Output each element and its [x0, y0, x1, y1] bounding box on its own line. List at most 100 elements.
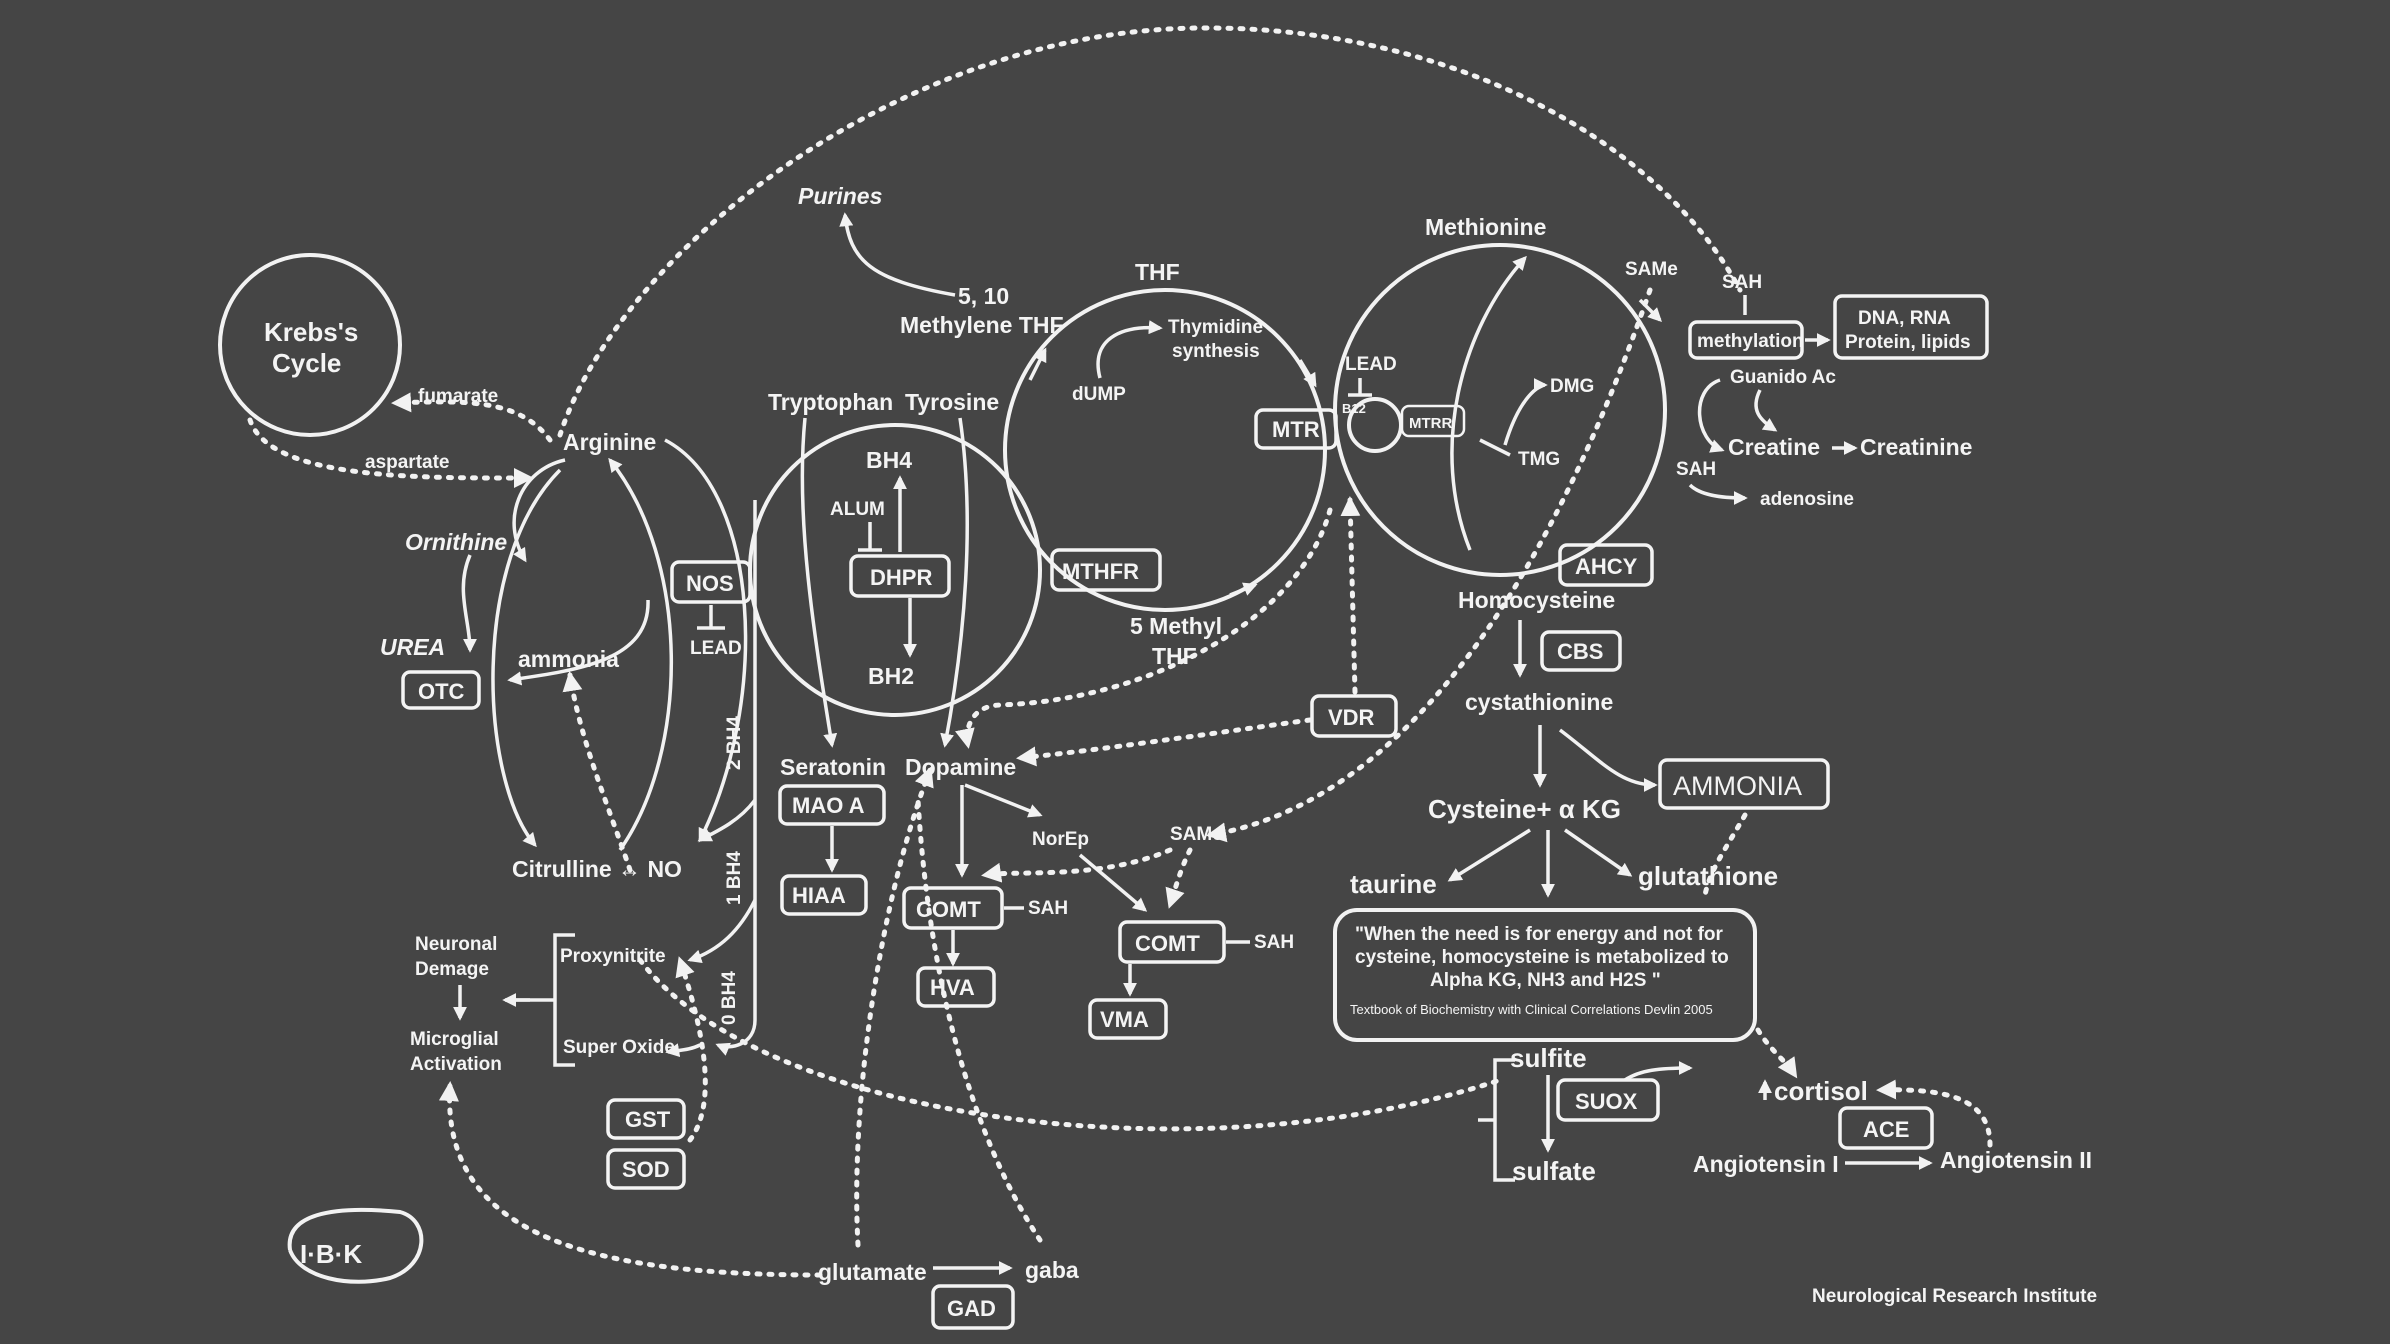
aspartate-label: aspartate	[365, 452, 450, 473]
bh4-0-label: 0 BH4	[719, 971, 740, 1025]
superoxide-from-bh4	[665, 1043, 701, 1058]
angiotensin1-label: Angiotensin I	[1693, 1151, 1839, 1177]
vdr-to-dopamine	[1016, 717, 1313, 767]
folate-ring-arrow-3	[1229, 582, 1258, 597]
gst-sod-dotted	[675, 956, 708, 1143]
neuronal-damage-label-2: Demage	[415, 959, 489, 980]
alum-label: ALUM	[830, 499, 885, 520]
cbs-enzyme-box: CBS	[1540, 630, 1622, 672]
folate-to-tyrosine-dotted	[955, 507, 1333, 749]
bh4-1-label: 1 BH4	[724, 851, 745, 905]
svg-text:methylation: methylation	[1697, 331, 1804, 352]
sah-right-label: SAH	[1676, 459, 1716, 480]
svg-text:SOD: SOD	[622, 1157, 670, 1182]
svg-text:MAO A: MAO A	[792, 793, 865, 818]
citrulline-no-label: Citrulline ↔ NO	[512, 856, 682, 882]
urea-label: UREA	[380, 634, 445, 660]
cysteine-to-taurine	[1447, 828, 1531, 882]
glutathione-label: glutathione	[1638, 861, 1778, 891]
glutamate-to-dopamine	[854, 766, 934, 1248]
lead-mtr-label: LEAD	[1345, 354, 1397, 375]
ahcy-enzyme-box: AHCY	[1558, 543, 1654, 587]
cortisol-label: cortisol	[1774, 1076, 1868, 1106]
no-to-ammonia-dotted	[562, 671, 633, 873]
glutamate-to-microglial	[439, 1081, 823, 1278]
bottom-sweep-path	[637, 957, 1503, 1132]
microglial-label-2: Activation	[410, 1054, 502, 1075]
svg-text:HVA: HVA	[930, 975, 975, 1000]
creatine-label: Creatine	[1728, 434, 1820, 460]
comt1-enzyme-box: COMT	[902, 886, 1004, 930]
quote-line-2: cysteine, homocysteine is metabolized to	[1355, 947, 1729, 968]
sah-to-adenosine	[1688, 483, 1748, 505]
same-to-comt1	[981, 847, 1173, 883]
mtr-enzyme-box: MTR	[1254, 408, 1338, 450]
b12-label: B12	[1342, 401, 1366, 416]
citrulline-to-arginine	[608, 457, 674, 852]
homocysteine-label: Homocysteine	[1458, 587, 1615, 613]
thymidine-label-2: synthesis	[1172, 341, 1260, 362]
quote-citation: Textbook of Biochemistry with Clinical C…	[1350, 1002, 1713, 1017]
cystathionine-label: cystathionine	[1465, 689, 1613, 715]
fumarate-arrow	[391, 392, 553, 443]
svg-text:CBS: CBS	[1557, 639, 1603, 664]
tmg-label: TMG	[1518, 449, 1560, 470]
svg-text:VMA: VMA	[1100, 1007, 1149, 1032]
arginine-to-ornithine	[512, 458, 566, 563]
methyl-thf-label-1: 5 Methyl	[1130, 613, 1222, 639]
guanido-loop	[1697, 378, 1725, 453]
ornithine-to-citrulline	[491, 468, 562, 848]
krebs-label-1: Krebs's	[264, 317, 358, 347]
top-arch-path	[557, 25, 1743, 438]
sod-enzyme-box: SOD	[606, 1148, 686, 1190]
svg-text:VDR: VDR	[1328, 705, 1375, 730]
sah-comt2-label: SAH	[1254, 932, 1294, 953]
same-top-label: SAMe	[1625, 259, 1678, 280]
mtrr-enzyme-box: MTRR	[1400, 404, 1466, 438]
svg-text:MTHFR: MTHFR	[1062, 559, 1139, 584]
quote-line-3: Alpha KG, NH3 and H2S "	[1430, 970, 1661, 991]
logo-text: I·B·K	[300, 1239, 362, 1269]
same-to-vdr-dotted	[1206, 287, 1653, 843]
svg-text:HIAA: HIAA	[792, 883, 846, 908]
ammonia-branch	[507, 599, 650, 686]
seratonin-label: Seratonin	[780, 754, 886, 780]
gaba-to-dopamine	[915, 797, 1043, 1243]
svg-text:COMT: COMT	[1135, 931, 1200, 956]
sah-top-label: SAH	[1722, 272, 1762, 293]
bh4-chain-2	[697, 798, 757, 842]
methylene-thf-label-1: 5, 10	[958, 283, 1009, 309]
tryptophan-label: Tryptophan	[768, 389, 893, 415]
cystathionine-to-ammonia	[1558, 728, 1658, 792]
vma-enzyme-box: VMA	[1088, 998, 1168, 1040]
methionine-label: Methionine	[1425, 214, 1546, 240]
ammonia-enzyme-box: AMMONIA	[1658, 758, 1830, 810]
krebs-label-2: Cycle	[272, 348, 341, 378]
svg-text:SUOX: SUOX	[1575, 1089, 1638, 1114]
cysteine-to-glutathione	[1564, 828, 1633, 877]
super-oxide-label: Super Oxide	[563, 1037, 675, 1058]
lead-inhibit-nos	[697, 605, 725, 630]
hiaa-enzyme-box: HIAA	[780, 874, 868, 916]
svg-text:AMMONIA: AMMONIA	[1673, 771, 1802, 801]
sulfate-label: sulfate	[1512, 1156, 1596, 1186]
dna-enzyme-box: DNA, RNA Protein, lipids	[1833, 294, 1989, 360]
svg-text:MTR: MTR	[1272, 417, 1320, 442]
tyrosine-label: Tyrosine	[905, 389, 999, 415]
quote-box	[1333, 908, 1757, 1042]
angiotensin2-to-cortisol	[1876, 1079, 1993, 1148]
purines-label: Purines	[798, 183, 882, 209]
guanido-to-creatine	[1754, 389, 1778, 432]
ace-enzyme-box: ACE	[1838, 1106, 1934, 1150]
fumarate-label: fumarate	[418, 386, 498, 407]
ornithine-label: Ornithine	[405, 529, 507, 555]
quote-to-cortisol	[1755, 1027, 1798, 1079]
dopamine-to-norep	[964, 783, 1043, 818]
same-mid-label: SAMe	[1170, 824, 1223, 845]
arginine-to-bh4-chain	[664, 438, 748, 843]
creatinine-label: Creatinine	[1860, 434, 1972, 460]
tryptophan-to-seratonin	[800, 417, 838, 748]
folate-cycle-circle	[1003, 288, 1327, 612]
krebs-cycle-circle	[218, 253, 402, 437]
vdr-enzyme-box: VDR	[1310, 694, 1398, 738]
